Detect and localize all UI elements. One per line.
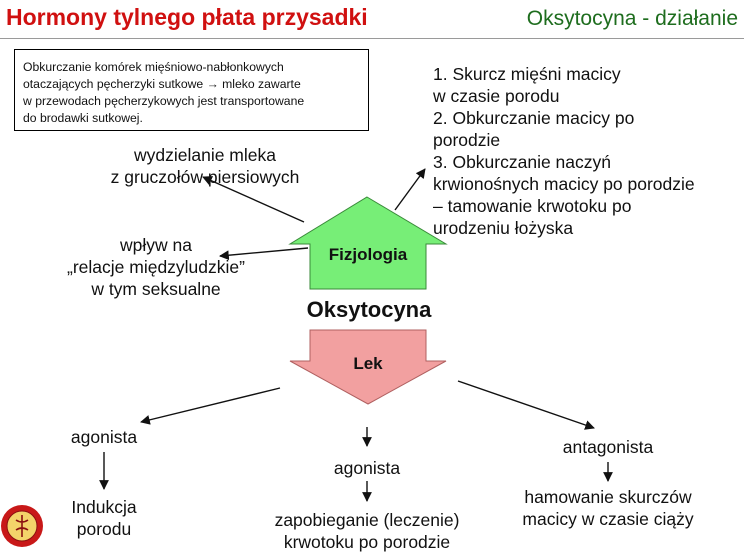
- header-divider: [0, 38, 744, 39]
- info-line: otaczających pęcherzyki sutkowe → mleko …: [23, 77, 301, 91]
- uterus-line: 1. Skurcz mięśni macicy: [433, 64, 621, 84]
- inhibition-line: hamowanie skurczów: [524, 487, 692, 507]
- uterus-line: w czasie porodu: [433, 86, 560, 106]
- university-logo: [1, 505, 43, 547]
- uterus-line: 3. Obkurczanie naczyń: [433, 152, 612, 172]
- milk-secretion: wydzielanie mleka z gruczołów piersiowyc…: [95, 144, 315, 188]
- uterus-line: krwionośnych macicy po porodzie: [433, 174, 695, 194]
- left-agonist-label: agonista: [70, 427, 138, 447]
- hormone-name: Oksytocyna: [306, 297, 432, 322]
- uterus-line: 2. Obkurczanie macicy po: [433, 108, 635, 128]
- social-relations: wpływ na „relacje międzyludzkie” w tym s…: [46, 234, 266, 300]
- milk-line: z gruczołów piersiowych: [110, 167, 300, 187]
- arrow-to-uterus: [394, 168, 426, 211]
- uterus-line: urodzeniu łożyska: [433, 218, 574, 238]
- fizjologia-up-arrow: [288, 196, 448, 290]
- slide-subtitle: Oksytocyna - działanie: [526, 7, 738, 30]
- relations-line: wpływ na: [120, 235, 192, 255]
- induction-line: Indukcja: [71, 497, 137, 517]
- relations-line: „relacje międzyludzkie”: [67, 257, 245, 277]
- uterus-line: porodzie: [433, 130, 501, 150]
- info-box: Obkurczanie komórek mięśniowo-nabłonkowy…: [14, 49, 369, 131]
- arrow-to-relations: [219, 247, 309, 261]
- slide-title: Hormony tylnego płata przysadki: [6, 4, 368, 30]
- uterus-effects: 1. Skurcz mięśni macicy w czasie porodu …: [433, 63, 695, 239]
- milk-line: wydzielanie mleka: [133, 145, 276, 165]
- arrow-to-antagonist: [457, 380, 595, 430]
- info-line: Obkurczanie komórek mięśniowo-nabłonkowy…: [23, 60, 284, 74]
- lek-label: Lek: [353, 354, 383, 373]
- info-line: w przewodach pęcherzykowych jest transpo…: [23, 94, 305, 108]
- arrow-to-milk: [202, 176, 305, 223]
- contraction-inhibition: hamowanie skurczów macicy w czasie ciąży: [498, 486, 718, 530]
- fizjologia-label: Fizjologia: [328, 245, 408, 264]
- induction-line: porodu: [76, 519, 132, 539]
- labor-induction: Indukcja porodu: [24, 496, 184, 540]
- prevention-line: zapobieganie (leczenie): [274, 510, 460, 530]
- prevention-line: krwotoku po porodzie: [283, 532, 451, 552]
- hemorrhage-prevention: zapobieganie (leczenie) krwotoku po poro…: [247, 509, 487, 553]
- info-line: do brodawki sutkowej.: [23, 111, 143, 125]
- uterus-line: – tamowanie krwotoku po: [433, 196, 632, 216]
- middle-agonist-label: agonista: [333, 458, 401, 478]
- arrow-to-agonist-left: [140, 387, 281, 425]
- relations-line: w tym seksualne: [91, 279, 221, 299]
- antagonist-label: antagonista: [562, 437, 654, 457]
- inhibition-line: macicy w czasie ciąży: [522, 509, 694, 529]
- lek-down-arrow: [289, 329, 447, 405]
